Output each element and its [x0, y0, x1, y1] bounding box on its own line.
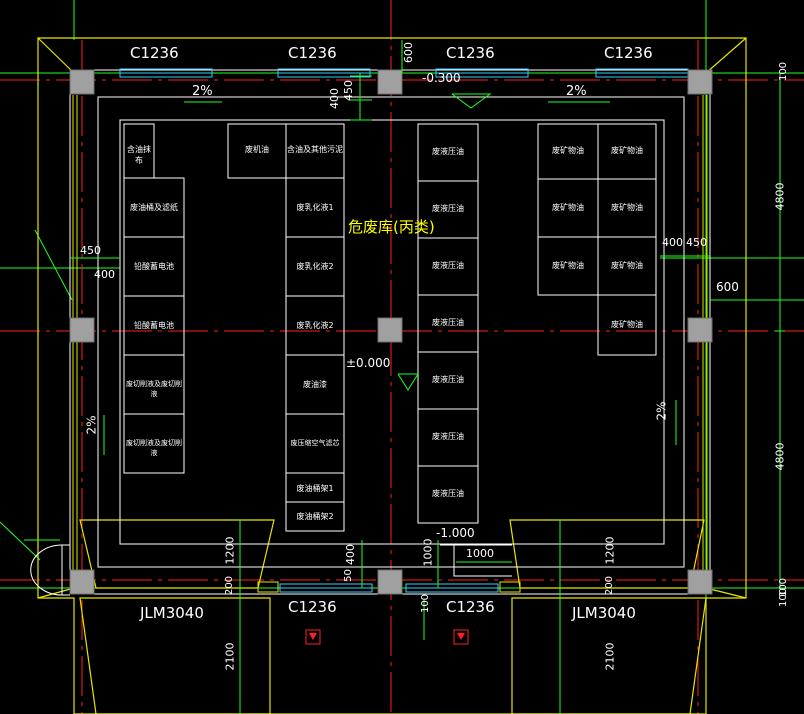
dim-4800-lower: 4800 — [773, 442, 787, 471]
cell-label: 废机油 — [245, 145, 269, 154]
window-label-top-4: C1236 — [604, 44, 653, 62]
dim-1000-vertical: 1000 — [421, 538, 435, 567]
dim-1200-right: 1200 — [603, 536, 617, 565]
window-label-top-2: C1236 — [288, 44, 337, 62]
slope-top-right: 2% — [566, 84, 587, 99]
cell-label: 废矿物油 — [552, 261, 584, 270]
cell-label: 废液压油 — [432, 489, 464, 498]
cell-label: 废液压油 — [432, 261, 464, 270]
cell-label: 废压缩空气滤芯 — [290, 439, 340, 447]
window-label-bottom-1: C1236 — [288, 598, 337, 616]
dim-400-bottom: 400 — [344, 544, 357, 565]
cell-label: 废油桶架1 — [296, 484, 334, 493]
cell-label: 含油及其他污泥 — [287, 145, 343, 154]
cell-label: 废液压油 — [432, 147, 464, 156]
elevation-outside: -0.300 — [422, 71, 461, 85]
cell-label: 废矿物油 — [611, 261, 643, 270]
cell-label: 废矿物油 — [552, 203, 584, 212]
cell-label: 废矿物油 — [552, 146, 584, 155]
storage-cells — [123, 123, 657, 532]
cell-label: 废乳化液1 — [296, 203, 334, 212]
dim-450-right: 450 — [686, 236, 707, 249]
cell-label: 废乳化液2 — [296, 321, 334, 330]
side-door — [30, 544, 70, 596]
elevation-floor: ±0.000 — [346, 356, 391, 370]
dim-200-left: 200 — [224, 575, 236, 596]
cell-label: 废液压油 — [432, 204, 464, 213]
dim-1200-left: 1200 — [223, 536, 237, 565]
cell-label: 含油抹布 — [127, 145, 151, 165]
windows — [119, 68, 689, 593]
room-title: 危废库(丙类) — [348, 218, 435, 236]
dim-600-right: 600 — [716, 280, 739, 294]
cell-label: 废油桶及滤纸 — [130, 203, 178, 212]
dim-4800-upper: 4800 — [773, 182, 787, 211]
cell-label: 废油漆 — [303, 380, 327, 389]
dim-2100-right: 2100 — [603, 642, 617, 671]
dim-2100-left: 2100 — [223, 642, 237, 671]
window-label-top-1: C1236 — [130, 44, 179, 62]
dim-400-right: 400 — [662, 236, 683, 249]
cell-label: 废液压油 — [432, 318, 464, 327]
dim-100-top-right: 100 — [778, 61, 790, 82]
cell-label: 废矿物油 — [611, 320, 643, 329]
dim-100-bottom: 100 — [420, 593, 432, 614]
cell-label: 废乳化液2 — [296, 262, 334, 271]
cell-label: 废矿物油 — [611, 203, 643, 212]
cell-label: 废液压油 — [432, 432, 464, 441]
pit — [440, 544, 512, 577]
dim-450-left: 450 — [80, 244, 101, 257]
cell-label: 废切削液及废切削液 — [126, 439, 182, 457]
dim-200-right: 200 — [604, 575, 616, 596]
door-label-left: JLM3040 — [140, 604, 204, 622]
slope-right: 2% — [654, 401, 669, 421]
red-markers — [305, 629, 469, 645]
dim-1000-horizontal: 1000 — [466, 547, 494, 560]
dim-50-bottom: 50 — [342, 569, 354, 582]
cell-label: 废油桶架2 — [296, 512, 334, 521]
cell-label: 铅酸蓄电池 — [134, 321, 174, 330]
columns — [69, 69, 713, 595]
dim-450-top: 450 — [342, 80, 355, 101]
cell-label: 废液压油 — [432, 375, 464, 384]
dim-400-top: 400 — [328, 88, 341, 109]
slope-top-left: 2% — [192, 84, 213, 99]
slope-left: 2% — [84, 415, 99, 435]
dimension-lines — [24, 40, 785, 714]
door-label-right: JLM3040 — [572, 604, 636, 622]
cell-label: 废切削液及废切削液 — [126, 380, 182, 398]
dim-600-top: 600 — [402, 42, 415, 63]
cell-label: 废矿物油 — [611, 146, 643, 155]
elevation-pit: -1.000 — [436, 526, 475, 540]
window-label-top-3: C1236 — [446, 44, 495, 62]
cell-label: 铅酸蓄电池 — [134, 262, 174, 271]
dim-100-bottom-far-right: 100 — [778, 587, 790, 608]
dim-400-left: 400 — [94, 268, 115, 281]
window-label-bottom-2: C1236 — [446, 598, 495, 616]
